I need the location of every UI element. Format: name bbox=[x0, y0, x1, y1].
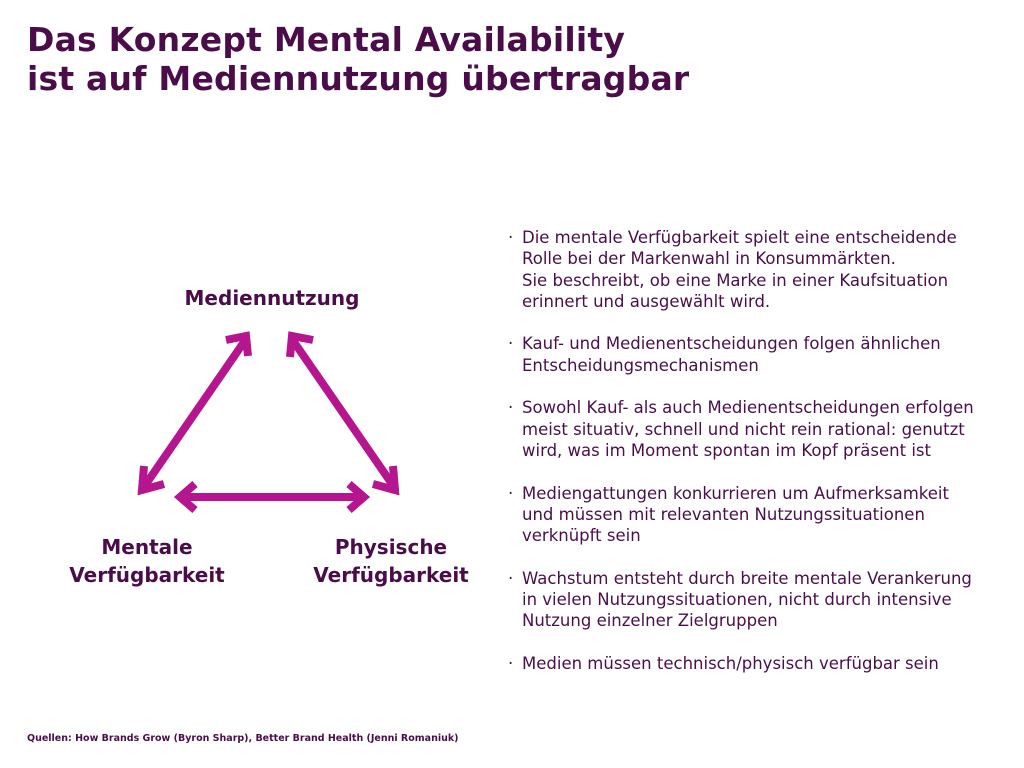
bullet-text: Kauf- und Medienentscheidungen folgen äh… bbox=[522, 334, 941, 375]
title-line-1: Das Konzept Mental Availability bbox=[27, 20, 626, 59]
node-label-line2: Verfügbarkeit bbox=[69, 563, 225, 587]
bullet-list: · Die mentale Verfügbarkeit spielt eine e… bbox=[508, 227, 1008, 696]
bullet-text: Mediengattungen konkurrieren um Aufmerks… bbox=[522, 483, 949, 546]
bullet-item: · Mediengattungen konkurrieren um Aufmerk… bbox=[508, 483, 1008, 547]
node-mediennutzung: Mediennutzung bbox=[172, 284, 372, 312]
bullet-item: · Kauf- und Medienentscheidungen folgen ä… bbox=[508, 333, 1008, 376]
bullet-marker: · bbox=[508, 228, 514, 247]
node-mentale-verfuegbarkeit: Mentale Verfügbarkeit bbox=[47, 533, 247, 589]
bullet-marker: · bbox=[508, 568, 514, 588]
bullet-marker: · bbox=[508, 398, 514, 418]
arrow-mental-physical bbox=[173, 480, 371, 514]
sources-footnote: Quellen: How Brands Grow (Byron Sharp), … bbox=[27, 733, 459, 744]
bullet-text: Die mentale Verfügbarkeit spielt eine en… bbox=[522, 228, 957, 311]
bullet-item: · Sowohl Kauf- als auch Medienentscheidun… bbox=[508, 397, 1008, 461]
arrow-media-mental bbox=[137, 331, 252, 496]
node-label-line2: Verfügbarkeit bbox=[313, 563, 469, 587]
bullet-item: · Die mentale Verfügbarkeit spielt eine e… bbox=[508, 227, 1008, 312]
node-label: Mediennutzung bbox=[184, 286, 360, 310]
node-physische-verfuegbarkeit: Physische Verfügbarkeit bbox=[291, 533, 491, 589]
slide-title: Das Konzept Mental Availability ist auf … bbox=[27, 20, 689, 98]
node-label-line1: Mentale bbox=[101, 535, 193, 559]
bullet-item: · Wachstum entsteht durch breite mentale … bbox=[508, 568, 1008, 632]
bullet-marker: · bbox=[508, 653, 514, 673]
bullet-item: · Medien müssen technisch/physisch verfüg… bbox=[508, 653, 1008, 674]
bullet-marker: · bbox=[508, 483, 514, 503]
arrow-media-physical bbox=[286, 331, 400, 496]
bullet-text: Wachstum entsteht durch breite mentale V… bbox=[522, 568, 972, 631]
bullet-text: Medien müssen technisch/physisch verfügb… bbox=[522, 653, 939, 673]
node-label-line1: Physische bbox=[334, 535, 448, 559]
title-line-2: ist auf Mediennutzung übertragbar bbox=[27, 59, 690, 98]
bullet-text: Sowohl Kauf- als auch Medienentscheidung… bbox=[522, 398, 974, 460]
bullet-marker: · bbox=[508, 334, 514, 354]
